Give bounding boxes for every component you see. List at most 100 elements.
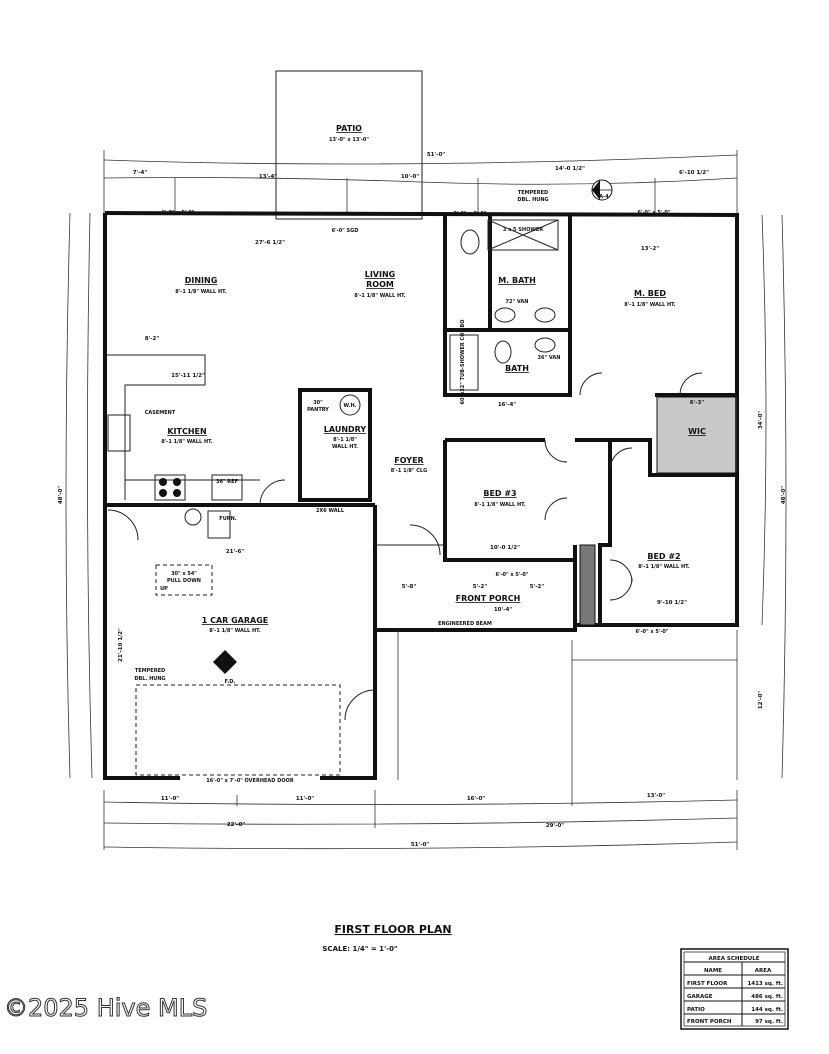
- dim-porch-c: 5'-2": [530, 584, 545, 590]
- beam-label: ENGINEERED BEAM: [438, 621, 492, 627]
- dim-living: 27'-6 1/2": [255, 240, 285, 246]
- room-bed-2: BED #2: [647, 552, 680, 561]
- porch-size: 10'-4": [494, 607, 512, 613]
- dim-right-overall: 48'-0": [781, 486, 787, 504]
- floor-drain-icon: [213, 650, 237, 674]
- dim-top-b: 13'-4": [259, 174, 277, 180]
- dim-top-e: 6'-10 1/2": [679, 170, 709, 176]
- dim-right-b: 12'-0": [758, 691, 764, 709]
- tempered-garage-note: TEMPERED: [135, 668, 165, 674]
- plan-scale: SCALE: 1/4" = 1'-0": [322, 945, 397, 953]
- dim-top-a: 7'-4": [133, 170, 148, 176]
- dim-bot-f: 29'-0": [546, 823, 564, 829]
- room-laundry: LAUNDRY: [324, 425, 367, 434]
- lower-right-dimensions: [397, 630, 738, 780]
- room-bed-3: BED #3: [483, 489, 516, 498]
- kitchen-note: 8'-1 1/8" WALL HT.: [161, 439, 213, 445]
- schedule-title: AREA SCHEDULE: [708, 956, 759, 962]
- schedule-row-name: FIRST FLOOR: [687, 981, 728, 987]
- pulldown-size: 30" x 54": [171, 571, 197, 577]
- dim-bot-d: 13'-0": [647, 793, 665, 799]
- dim-bot-a: 11'-0": [161, 796, 179, 802]
- vanity-label: 72" VAN: [506, 299, 529, 305]
- window-bed-2: 6'-0" x 5'-0": [635, 629, 668, 635]
- schedule-header-area: AREA: [755, 968, 772, 974]
- watermark: ©2025 Hive MLS: [4, 994, 207, 1022]
- laundry-note: 8'-1 1/8": [333, 437, 357, 443]
- dim-bot-e: 22'-0": [227, 822, 245, 828]
- window-bath: 2'-6" x 3'-0": [453, 211, 486, 217]
- plan-title: FIRST FLOOR PLAN: [334, 923, 451, 936]
- room-dining: DINING: [185, 276, 218, 285]
- room-master-bed: M. BED: [634, 289, 666, 298]
- room-front-porch: FRONT PORCH: [456, 594, 521, 603]
- room-garage: 1 CAR GARAGE: [202, 616, 269, 625]
- room-pantry: PANTRY: [307, 407, 329, 413]
- dim-porch-a: 5'-8": [402, 584, 417, 590]
- vanity-36-label: 36" VAN: [538, 355, 561, 361]
- tub-label: 60"x32" TUB-SHOWER COMBO: [460, 320, 466, 405]
- room-bath: BATH: [505, 364, 529, 373]
- top-dimensions: [103, 150, 738, 215]
- foyer-note: 8'-1 1/8" CLG: [391, 468, 427, 474]
- pantry-size: 30": [313, 400, 323, 406]
- furnace-label: FURN.: [219, 516, 237, 522]
- wall-2x6-label: 2X6 WALL: [316, 508, 345, 514]
- room-wic: WIC: [688, 427, 706, 436]
- section-ref: A-4: [599, 194, 609, 200]
- schedule-row-area: 1413 sq. ft.: [747, 981, 783, 987]
- dim-wic: 6'-3": [690, 400, 705, 406]
- room-living: LIVING: [365, 270, 396, 279]
- schedule-row-name: PATIO: [687, 1007, 705, 1013]
- up-label: UP: [160, 586, 168, 592]
- bed-2-note: 8'-1 1/8" WALL HT.: [638, 564, 690, 570]
- dim-bed-2: 9'-10 1/2": [657, 600, 687, 606]
- sgd-label: 6'-0" SGD: [332, 228, 359, 234]
- bottom-dimensions: [103, 780, 738, 850]
- side-dimensions: [65, 212, 787, 779]
- living-note: 8'-1 1/8" WALL HT.: [354, 293, 406, 299]
- dim-left-overall: 48'-0": [58, 486, 64, 504]
- dim-top-d: 14'-0 1/2": [555, 166, 585, 172]
- window-right: 6'-0" x 5'-0": [637, 210, 670, 216]
- dim-hall: 16'-4": [498, 402, 516, 408]
- water-heater-label: W.H.: [343, 403, 356, 409]
- doors: [107, 372, 703, 721]
- patio-size: 13'-0" x 13'-0": [329, 137, 369, 143]
- patio-label: PATIO: [336, 124, 362, 133]
- tempered-note: TEMPERED: [518, 190, 548, 196]
- dim-porch-b: 5'-2": [473, 584, 488, 590]
- tempered-garage-note-2: DBL. HUNG: [134, 676, 165, 682]
- schedule-row-area: 144 sq. ft.: [751, 1007, 783, 1013]
- dim-dining-kitchen: 8'-2": [145, 336, 160, 342]
- area-schedule: AREA SCHEDULE NAME AREA FIRST FLOOR 1413…: [680, 948, 789, 1030]
- window-porch: 6'-0" x 5'-0": [495, 572, 528, 578]
- pulldown-label: PULL DOWN: [167, 578, 201, 584]
- section-marker-icon: [591, 179, 613, 201]
- ref-label: 36" REF: [216, 479, 238, 485]
- room-master-bath: M. BATH: [498, 276, 536, 285]
- schedule-row-area: 486 sq. ft.: [751, 994, 783, 1000]
- floor-drain-label: F.D.: [225, 679, 236, 685]
- master-bed-note: 8'-1 1/8" WALL HT.: [624, 302, 676, 308]
- dim-bed-3: 10'-0 1/2": [490, 545, 520, 551]
- schedule-row-name: GARAGE: [687, 994, 713, 1000]
- schedule-header-name: NAME: [704, 968, 722, 974]
- fixtures: [107, 219, 559, 776]
- dim-right-a: 34'-0": [758, 411, 764, 429]
- room-foyer: FOYER: [394, 456, 423, 465]
- overhead-door: 16'-0" x 7'-0" OVERHEAD DOOR: [206, 778, 294, 784]
- dim-bot-b: 11'-0": [296, 796, 314, 802]
- dim-garage-w: 21'-6": [226, 549, 244, 555]
- laundry-note-2: WALL HT.: [332, 444, 358, 450]
- bed-3-note: 8'-1 1/8" WALL HT.: [474, 502, 526, 508]
- casement-label: CASEMENT: [145, 410, 176, 416]
- interior-walls: [107, 215, 738, 626]
- dim-bot-overall: 51'-0": [411, 842, 429, 848]
- dim-top-c: 10'-0": [401, 174, 419, 180]
- dim-top-overall: 51'-0": [427, 152, 445, 158]
- room-living-2: ROOM: [366, 280, 394, 289]
- patio-outline: [275, 70, 423, 220]
- dining-note: 8'-1 1/8" WALL HT.: [175, 289, 227, 295]
